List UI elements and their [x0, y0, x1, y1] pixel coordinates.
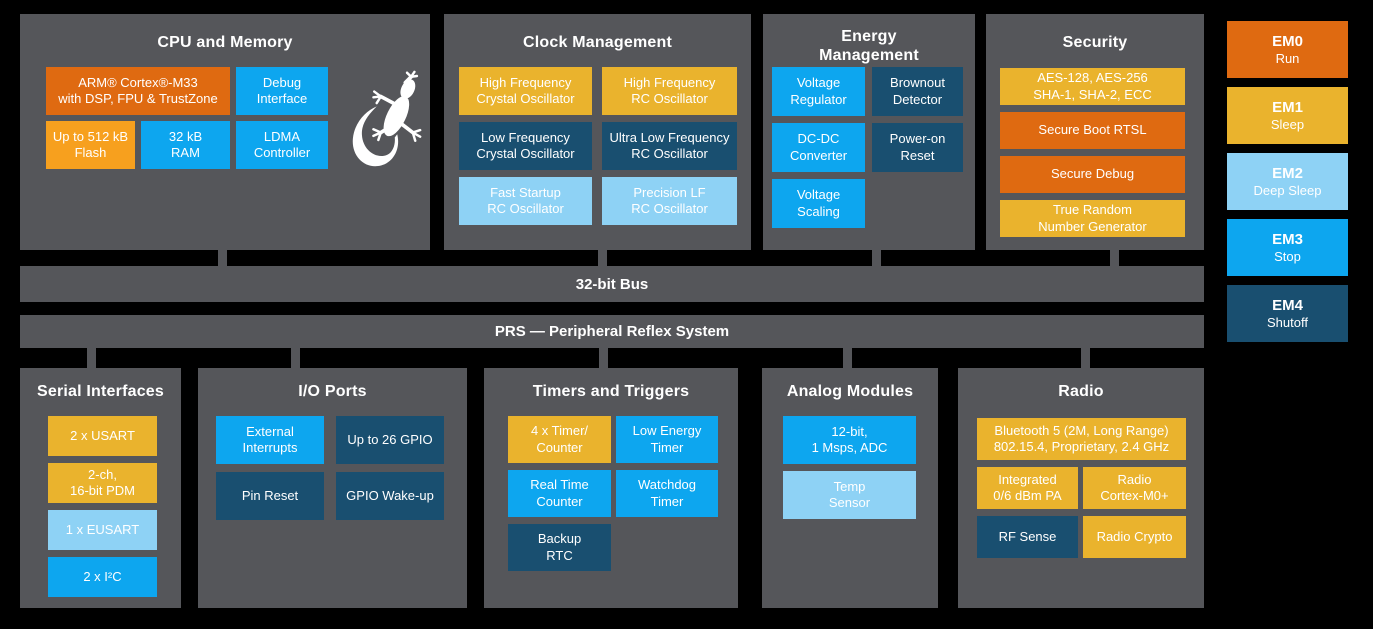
energy-mode-label: Run — [1275, 50, 1300, 66]
block-dc-dc-converter: DC-DC Converter — [772, 123, 865, 172]
security-blocks: AES-128, AES-256 SHA-1, SHA-2, ECC Secure… — [1000, 68, 1185, 237]
block-32-kb-ram: 32 kB RAM — [141, 121, 230, 169]
bus-connector — [872, 246, 881, 268]
energy-mode-name: EM0 — [1272, 32, 1303, 50]
block-up-to-512-kb-flash: Up to 512 kB Flash — [46, 121, 135, 169]
energy-mode-label: Deep Sleep — [1253, 182, 1322, 198]
block-integrated-0-6-dbm-pa: Integrated 0/6 dBm PA — [977, 467, 1078, 509]
panel-cpu-and-memory: CPU and Memory ARM® Cortex®-M33 with DSP… — [20, 14, 430, 250]
block-ldma-controller: LDMA Controller — [236, 121, 328, 169]
block-4-x-timer-counter: 4 x Timer/ Counter — [508, 416, 611, 463]
block-voltage-scaling: Voltage Scaling — [772, 179, 865, 228]
block-low-energy-timer: Low Energy Timer — [616, 416, 718, 463]
radio-blocks: Bluetooth 5 (2M, Long Range) 802.15.4, P… — [977, 418, 1186, 558]
block-2-x-i-c: 2 x I²C — [48, 557, 157, 597]
block-high-frequency-rc-oscillator: High Frequency RC Oscillator — [602, 67, 737, 115]
bus-connector — [1110, 246, 1119, 268]
block-secure-boot-rtsl: Secure Boot RTSL — [1000, 112, 1185, 149]
prs-connector — [1081, 346, 1090, 370]
energy-mode-name: EM2 — [1272, 164, 1303, 182]
block-debug-interface: Debug Interface — [236, 67, 328, 115]
system-bus-bar: 32-bit Bus — [20, 266, 1204, 302]
panel-serial-interfaces: Serial Interfaces 2 x USART 2-ch, 16-bit … — [20, 368, 181, 608]
block-up-to-26-gpio: Up to 26 GPIO — [336, 416, 444, 464]
energy-mode-label: Shutoff — [1267, 314, 1308, 330]
panel-analog-modules: Analog Modules 12-bit, 1 Msps, ADC Temp S… — [762, 368, 938, 608]
prs-connector — [291, 346, 300, 370]
panel-title: Clock Management — [522, 34, 672, 51]
panel-title: Timers and Triggers — [532, 383, 690, 400]
block-2-ch-16-bit-pdm: 2-ch, 16-bit PDM — [48, 463, 157, 503]
cpu-blocks: ARM® Cortex®-M33 with DSP, FPU & TrustZo… — [46, 67, 328, 169]
block-temp-sensor: Temp Sensor — [783, 471, 916, 519]
block-2-x-usart: 2 x USART — [48, 416, 157, 456]
block-radio-crypto: Radio Crypto — [1083, 516, 1186, 558]
block-fast-startup-rc-oscillator: Fast Startup RC Oscillator — [459, 177, 592, 225]
prs-bar: PRS — Peripheral Reflex System — [20, 315, 1204, 348]
block-gpio-wake-up: GPIO Wake-up — [336, 472, 444, 520]
energy-mode-name: EM3 — [1272, 230, 1303, 248]
panel-radio: Radio Bluetooth 5 (2M, Long Range) 802.1… — [958, 368, 1204, 608]
block-precision-lf-rc-oscillator: Precision LF RC Oscillator — [602, 177, 737, 225]
gecko-logo-icon — [352, 70, 422, 167]
energy-mode-name: EM1 — [1272, 98, 1303, 116]
prs-connector — [843, 346, 852, 370]
block-watchdog-timer: Watchdog Timer — [616, 470, 718, 517]
prs-connector — [87, 346, 96, 370]
block-real-time-counter: Real Time Counter — [508, 470, 611, 517]
panel-title: Security — [1062, 34, 1128, 51]
block-12-bit-1-msps-adc: 12-bit, 1 Msps, ADC — [783, 416, 916, 464]
block-arm-cortex-m33-with-dsp-fpu-trustzone: ARM® Cortex®-M33 with DSP, FPU & TrustZo… — [46, 67, 230, 115]
analog-blocks: 12-bit, 1 Msps, ADC Temp Sensor — [783, 416, 916, 519]
prs-connector — [599, 346, 608, 370]
block-pin-reset: Pin Reset — [216, 472, 324, 520]
block-backup-rtc: Backup RTC — [508, 524, 611, 571]
panel-title: Energy Management — [819, 28, 919, 65]
panel-title: Serial Interfaces — [36, 383, 165, 400]
block-true-random-number-generator: True Random Number Generator — [1000, 200, 1185, 237]
panel-clock-management: Clock Management High Frequency Crystal … — [444, 14, 751, 250]
panel-title: I/O Ports — [298, 383, 367, 400]
bus-connector — [218, 246, 227, 268]
panel-security: Security AES-128, AES-256 SHA-1, SHA-2, … — [986, 14, 1204, 250]
block-1-x-eusart: 1 x EUSART — [48, 510, 157, 550]
block-power-on-reset: Power-on Reset — [872, 123, 963, 172]
energy-mode-name: EM4 — [1272, 296, 1303, 314]
bus-connector — [598, 246, 607, 268]
energy-mode-label: Stop — [1274, 248, 1301, 264]
block-brownout-detector: Brownout Detector — [872, 67, 963, 116]
serial-blocks: 2 x USART 2-ch, 16-bit PDM 1 x EUSART 2 x I… — [48, 416, 157, 597]
prs-label: PRS — Peripheral Reflex System — [494, 323, 730, 340]
block-high-frequency-crystal-oscillator: High Frequency Crystal Oscillator — [459, 67, 592, 115]
block-ultra-low-frequency-rc-oscillator: Ultra Low Frequency RC Oscillator — [602, 122, 737, 170]
system-bus-label: 32-bit Bus — [575, 275, 649, 293]
block-secure-debug: Secure Debug — [1000, 156, 1185, 193]
panel-title: Analog Modules — [786, 383, 914, 400]
energy-mode-label: Sleep — [1270, 116, 1305, 132]
block-aes-128-aes-256-sha-1-sha-2-ecc: AES-128, AES-256 SHA-1, SHA-2, ECC — [1000, 68, 1185, 105]
block-radio-cortex-m0: Radio Cortex-M0+ — [1083, 467, 1186, 509]
block-rf-sense: RF Sense — [977, 516, 1078, 558]
panel-title: Radio — [1058, 383, 1104, 400]
block-external-interrupts: External Interrupts — [216, 416, 324, 464]
panel-title: CPU and Memory — [157, 34, 293, 51]
block-voltage-regulator: Voltage Regulator — [772, 67, 865, 116]
block-bluetooth-5-2m-long-range-802-15-4-proprietary-2-4-ghz: Bluetooth 5 (2M, Long Range) 802.15.4, P… — [977, 418, 1186, 460]
block-low-frequency-crystal-oscillator: Low Frequency Crystal Oscillator — [459, 122, 592, 170]
